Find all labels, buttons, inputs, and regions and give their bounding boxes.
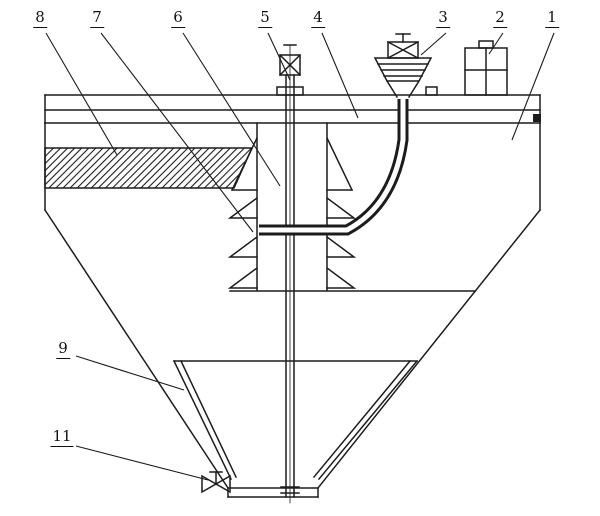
callout-7: 7 xyxy=(90,8,104,28)
callout-6: 6 xyxy=(171,8,185,28)
top-deck xyxy=(44,94,541,124)
callout-5: 5 xyxy=(258,8,272,28)
feed-pipe xyxy=(259,99,409,236)
inner-cone xyxy=(172,359,419,481)
callout-4: 4 xyxy=(311,8,325,28)
drain-valve xyxy=(201,471,231,494)
drive-unit xyxy=(373,33,433,99)
callout-2: 2 xyxy=(493,8,507,28)
baffle-cones xyxy=(227,196,357,289)
callout-3: 3 xyxy=(436,8,450,28)
callout-8: 8 xyxy=(33,8,47,28)
callout-1: 1 xyxy=(545,8,559,28)
feedwell-column xyxy=(229,122,476,292)
center-shaft xyxy=(276,44,304,504)
callout-9: 9 xyxy=(56,339,70,359)
control-box xyxy=(464,40,508,96)
callout-11: 11 xyxy=(50,427,74,447)
deck-fitting xyxy=(425,86,438,96)
plate-pack-hatch xyxy=(44,147,254,189)
leader-lines xyxy=(45,32,555,481)
wall-nozzle xyxy=(533,114,541,122)
